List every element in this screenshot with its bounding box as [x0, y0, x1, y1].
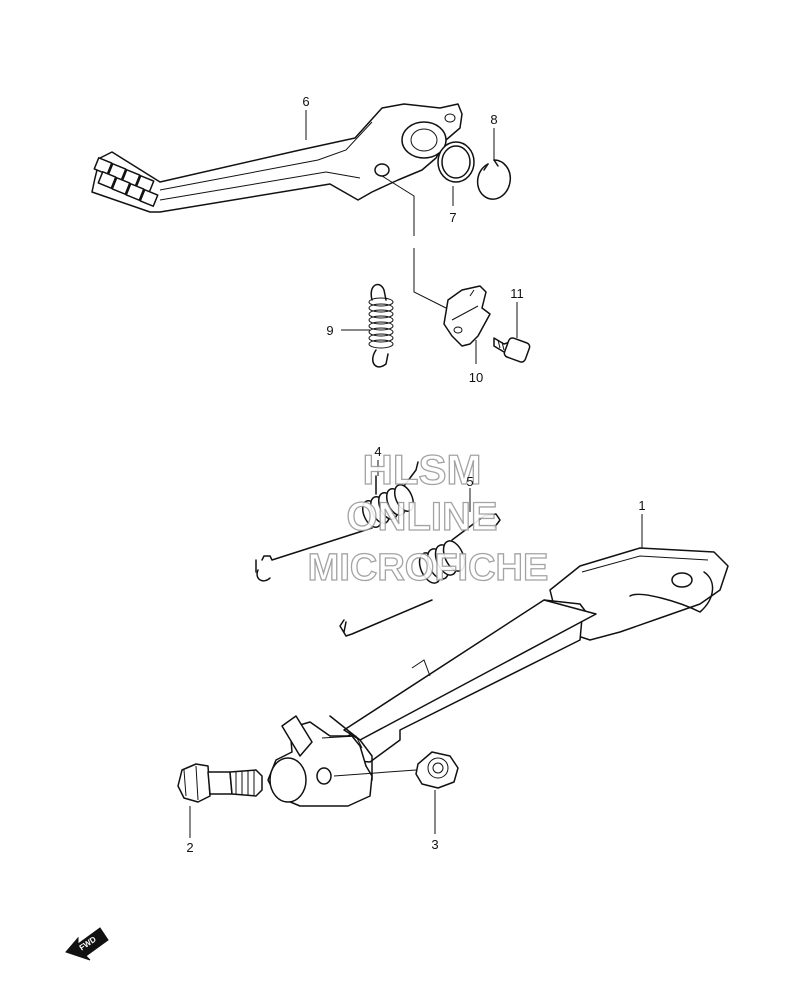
pivot-bolt[interactable]: [177, 763, 263, 803]
callout-4: 4: [374, 444, 381, 459]
spring-bracket[interactable]: [443, 285, 491, 347]
stand-spring-outer[interactable]: [255, 461, 419, 582]
callout-9: 9: [326, 323, 333, 338]
watermark-line1: HLSM: [363, 446, 482, 493]
callout-7: 7: [449, 210, 456, 225]
o-ring[interactable]: [437, 141, 475, 183]
callout-8: 8: [490, 112, 497, 127]
bolt-small[interactable]: [493, 337, 531, 363]
pedal-return-spring[interactable]: [368, 283, 394, 368]
callouts: 6 7 8 9 10 11 4 5 1 2 3: [186, 94, 645, 855]
callout-2: 2: [186, 840, 193, 855]
assembly-guide-line: [381, 175, 447, 309]
side-stand[interactable]: [267, 547, 729, 807]
watermark: HLSM ONLINE MICROFICHE: [307, 445, 549, 589]
pivot-nut[interactable]: [415, 751, 459, 789]
brake-pedal[interactable]: [91, 103, 463, 213]
stand-spring-inner[interactable]: [339, 513, 501, 637]
callout-10: 10: [469, 370, 483, 385]
callout-5: 5: [466, 474, 473, 489]
watermark-line2: ONLINE: [346, 495, 497, 539]
callout-6: 6: [302, 94, 309, 109]
pedal-tread: [93, 157, 159, 207]
callout-1: 1: [638, 498, 645, 513]
callout-3: 3: [431, 837, 438, 852]
leader-lines: [189, 110, 643, 838]
callout-11: 11: [510, 286, 524, 301]
watermark-line3: MICROFICHE: [308, 547, 549, 589]
nut-guide-line: [333, 769, 417, 777]
forward-arrow-icon: FWD: [65, 927, 109, 961]
circlip[interactable]: [476, 159, 512, 200]
